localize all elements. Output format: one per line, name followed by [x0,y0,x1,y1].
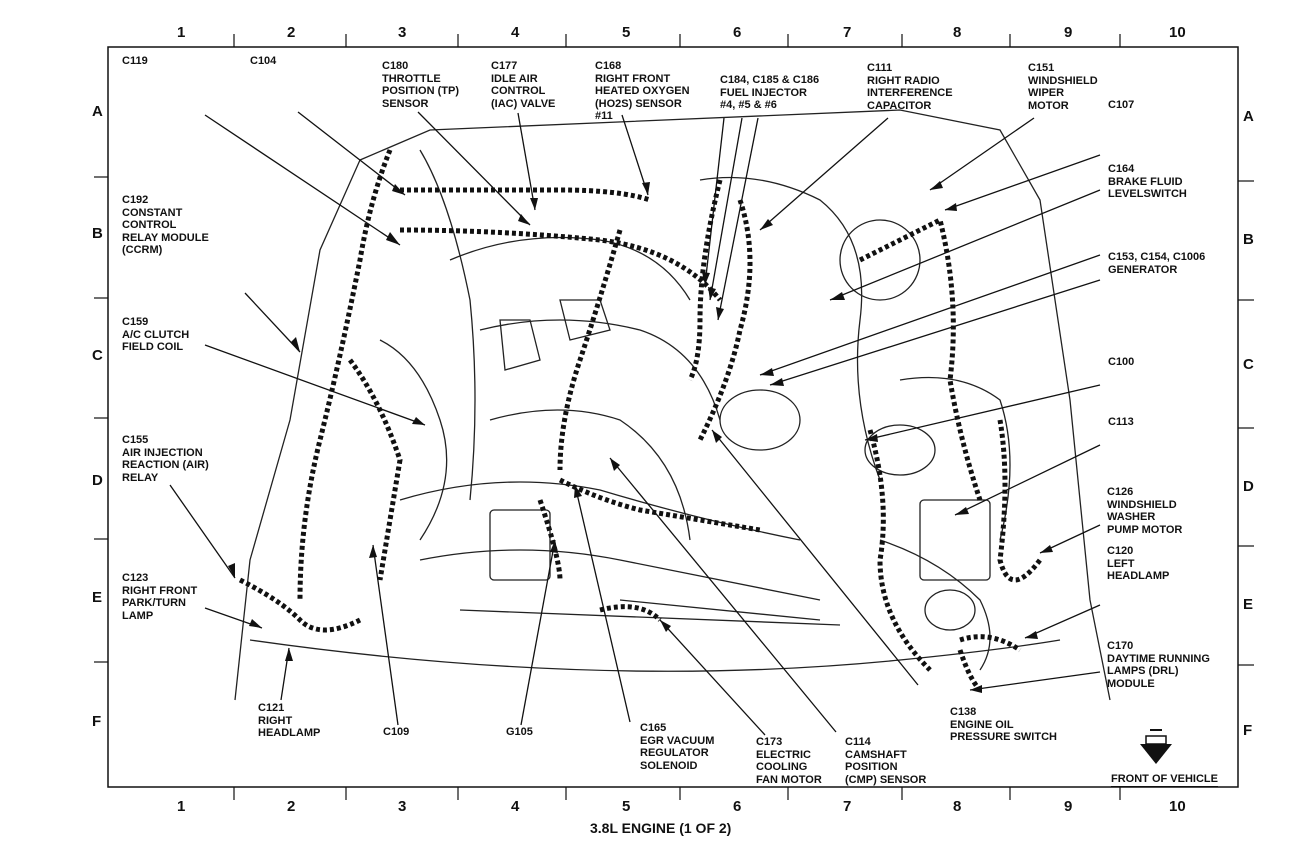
label-c165: C165 EGR VACUUM REGULATOR SOLENOID [640,722,715,772]
grid-column-bottom-3: 3 [398,798,407,815]
grid-column-bottom-8: 8 [953,798,962,815]
grid-column-bottom-1: 1 [177,798,186,815]
grid-column-top-9: 9 [1064,24,1073,41]
leader-lines [169,111,1101,736]
label-c164: C164 BRAKE FLUID LEVELSWITCH [1108,163,1187,200]
front-of-vehicle-label: FRONT OF VEHICLE [1111,773,1218,787]
label-c170: C170 DAYTIME RUNNING LAMPS (DRL) MODULE [1107,640,1210,690]
label-c126: C126 WINDSHIELD WASHER PUMP MOTOR [1107,486,1183,536]
label-c121: C121 RIGHT HEADLAMP [258,702,321,739]
grid-row-right-F: F [1243,722,1253,739]
grid-row-left-C: C [92,347,103,364]
grid-row-right-E: E [1243,596,1254,613]
grid-column-top-3: 3 [398,24,407,41]
grid-row-right-B: B [1243,231,1254,248]
label-c192: C192 CONSTANT CONTROL RELAY MODULE (CCRM… [122,194,209,256]
grid-row-right-D: D [1243,478,1254,495]
grid-column-top-2: 2 [287,24,296,41]
label-c111: C111 RIGHT RADIO INTERFERENCE CAPACITOR [867,62,953,112]
label-c177: C177 IDLE AIR CONTROL (IAC) VALVE [491,60,556,110]
grid-row-left-B: B [92,225,103,242]
grid-column-top-10: 10 [1169,24,1186,41]
grid-column-bottom-5: 5 [622,798,631,815]
label-c138: C138 ENGINE OIL PRESSURE SWITCH [950,706,1057,743]
label-c113: C113 [1108,416,1134,428]
label-c100: C100 [1108,356,1135,368]
label-c151: C151 WINDSHIELD WIPER MOTOR [1028,62,1098,112]
grid-row-left-D: D [92,472,103,489]
label-c155: C155 AIR INJECTION REACTION (AIR) RELAY [122,434,209,484]
grid-column-top-1: 1 [177,24,186,41]
grid-row-left-E: E [92,589,103,606]
grid-row-right-A: A [1243,108,1254,125]
label-c107: C107 [1108,99,1135,111]
label-c173: C173 ELECTRIC COOLING FAN MOTOR [756,736,822,786]
grid-column-bottom-7: 7 [843,798,852,815]
grid-column-bottom-4: 4 [511,798,520,815]
diagram-title: 3.8L ENGINE (1 OF 2) [590,820,732,836]
grid-column-bottom-2: 2 [287,798,296,815]
grid-column-bottom-9: 9 [1064,798,1073,815]
label-c114: C114 CAMSHAFT POSITION (CMP) SENSOR [845,736,927,786]
label-c119: C119 [122,55,148,67]
label-c123: C123 RIGHT FRONT PARK/TURN LAMP [122,572,198,622]
grid-row-left-F: F [92,713,102,730]
engine-bay-outline [234,109,1111,701]
label-g105: G105 [506,726,533,738]
grid-row-right-C: C [1243,356,1254,373]
grid-row-left-A: A [92,103,103,120]
label-c153-c154-c1006: C153, C154, C1006 GENERATOR [1108,251,1206,276]
grid-column-top-5: 5 [622,24,631,41]
grid-column-top-7: 7 [843,24,852,41]
grid-column-top-4: 4 [511,24,520,41]
label-c184-c185-c186: C184, C185 & C186 FUEL INJECTOR #4, #5 &… [720,74,820,111]
wiring-harness [238,149,1042,692]
label-c180: C180 THROTTLE POSITION (TP) SENSOR [382,60,459,110]
front-of-vehicle-arrow-icon [1140,729,1172,764]
grid-column-top-8: 8 [953,24,962,41]
label-c120: C120 LEFT HEADLAMP [1107,545,1170,582]
diagram-border [107,46,1239,788]
grid-column-top-6: 6 [733,24,742,41]
label-c109: C109 [383,726,410,738]
grid-column-bottom-6: 6 [733,798,742,815]
leader-arrowheads [228,181,1053,693]
label-c168: C168 RIGHT FRONT HEATED OXYGEN (HO2S) SE… [595,60,690,122]
label-c104: C104 [250,55,277,67]
label-c159: C159 A/C CLUTCH FIELD COIL [122,316,190,353]
grid-column-bottom-10: 10 [1169,798,1186,815]
